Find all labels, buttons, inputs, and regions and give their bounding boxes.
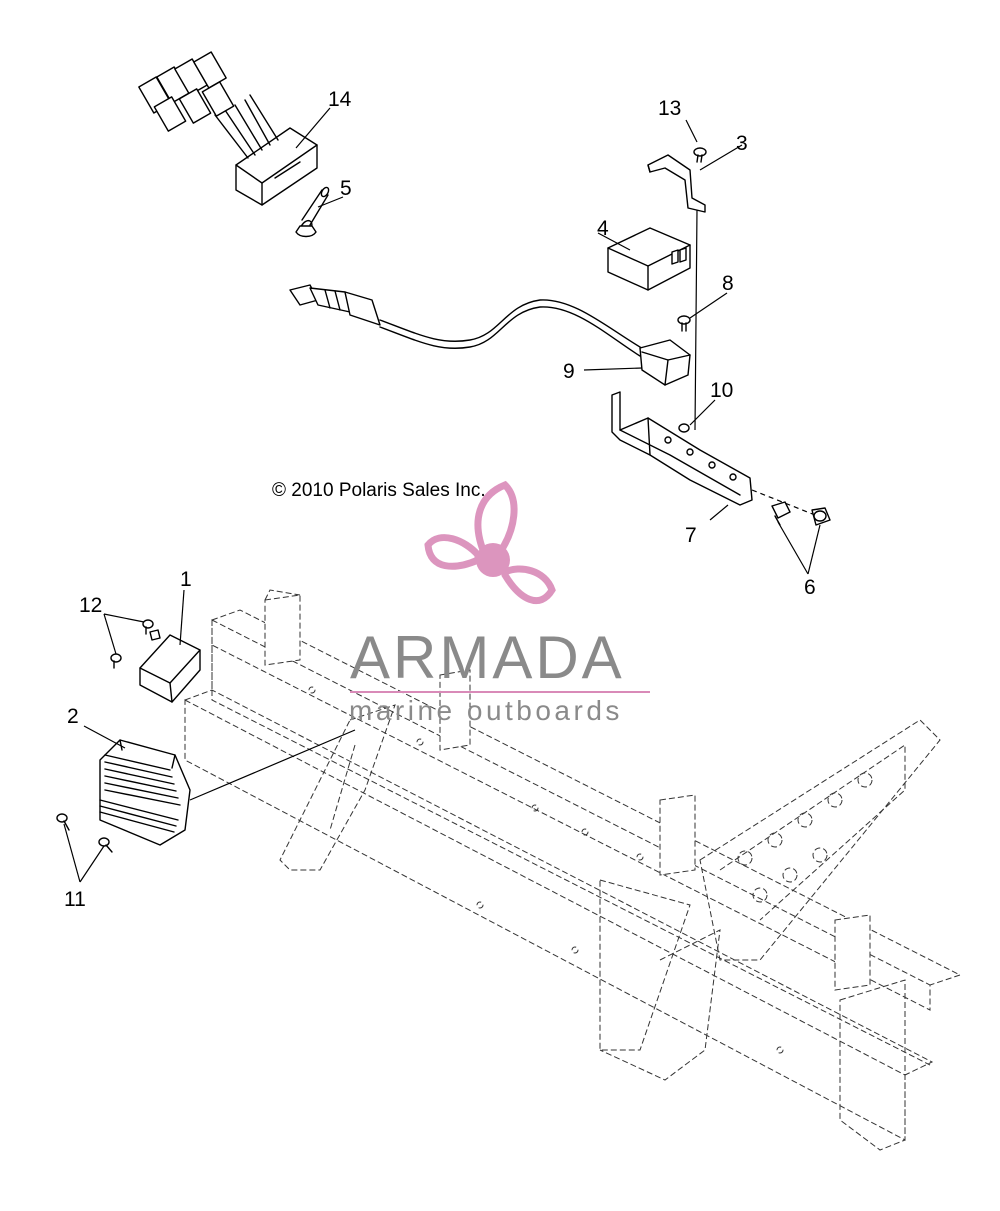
watermark-brand-name: ARMADA [350,624,625,691]
callout-2: 2 [67,705,79,728]
part-13-screw [693,147,707,163]
callout-14: 14 [328,88,352,111]
callout-1: 1 [180,568,192,591]
part-2-voltage-regulator [99,729,356,846]
part-7-mounting-bracket [611,391,816,516]
callout-13: 13 [658,97,681,120]
copyright-notice: © 2010 Polaris Sales Inc. [272,480,486,501]
callout-11: 11 [64,888,86,911]
part-1-module [139,629,201,703]
callout-12: 12 [79,594,102,617]
part-4-control-module [607,227,691,291]
part-3-bracket [647,154,706,213]
callout-7: 7 [685,524,697,547]
callout-9: 9 [563,360,575,383]
assembly-line [694,209,698,431]
callout-leader-lines [63,107,821,883]
callout-5: 5 [340,177,352,200]
part-10-grommet [678,423,690,433]
part-6-fasteners [771,501,831,526]
callout-3: 3 [736,132,748,155]
callout-4: 4 [597,217,609,240]
callout-numbers: 14 5 13 3 4 8 9 10 7 6 1 12 2 11 [64,88,816,911]
watermark-divider [350,691,650,693]
part-11-screws [56,813,113,853]
callout-10: 10 [710,379,733,402]
part-8-screw [677,315,691,332]
vehicle-frame [184,589,962,1151]
callout-6: 6 [804,576,816,599]
part-9-oxygen-sensor [289,284,691,386]
part-5-push-rivet [295,186,330,238]
callout-8: 8 [722,272,734,295]
watermark-tagline: marine outboards [349,695,623,726]
part-14-harness-module [138,51,318,206]
propeller-logo-icon [424,480,556,605]
